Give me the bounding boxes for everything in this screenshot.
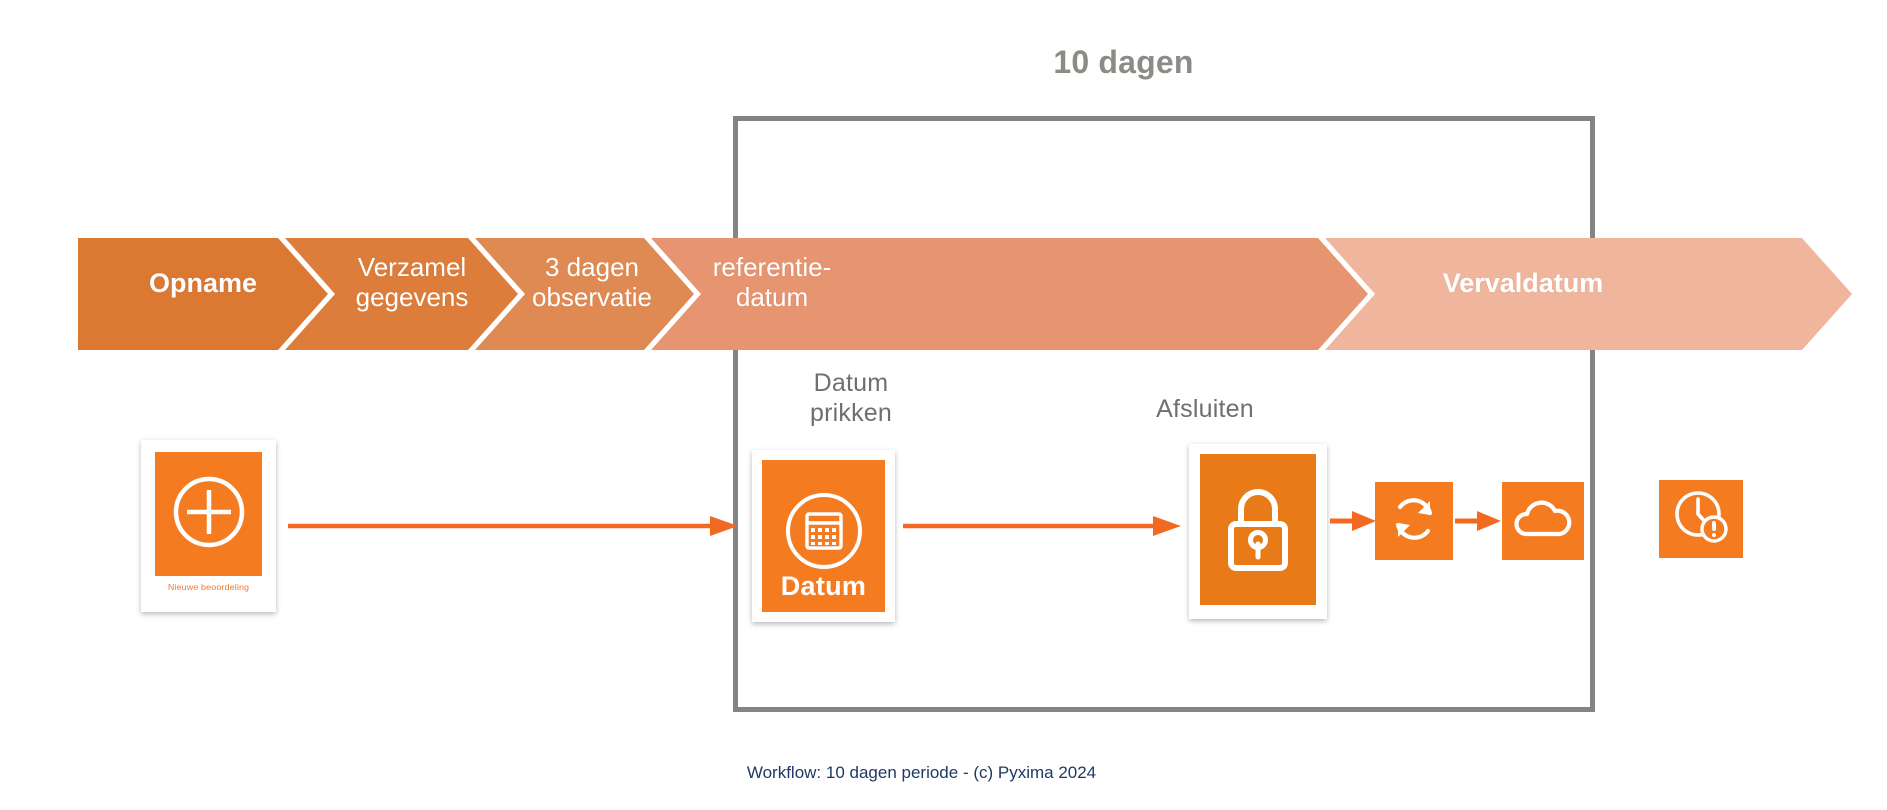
ten-day-period-frame — [733, 116, 1595, 712]
calendar-circle-icon — [777, 484, 871, 583]
plus-circle-icon — [170, 473, 248, 556]
conn-start-to-datum — [288, 515, 738, 537]
tile-datum-prikken[interactable]: Datum — [762, 460, 885, 612]
cloud-icon — [1512, 496, 1574, 547]
card-afsluiten[interactable] — [1189, 444, 1327, 619]
phase-chevron-referentiedatum — [651, 238, 1368, 350]
phase-chevron-3-dagen-observatie — [475, 238, 694, 350]
clock-alert-icon — [1670, 488, 1732, 551]
phase-chevron-opname — [78, 238, 328, 350]
page-title: 10 dagen — [0, 44, 1887, 81]
card-datum-prikken[interactable]: Datum — [752, 450, 895, 622]
card-nieuwe-beoordeling[interactable]: Nieuwe beoordeling — [141, 440, 276, 612]
conn-sync-to-cloud — [1455, 510, 1501, 532]
conn-afsluiten-to-sync — [1330, 510, 1376, 532]
workflow-phase-band: Opname Verzamel gegevens 3 dagen observa… — [78, 238, 1852, 350]
page-title-text: 10 dagen — [1053, 44, 1194, 80]
footer-caption-text: Workflow: 10 dagen periode - (c) Pyxima … — [746, 763, 1097, 782]
phase-chevron-verzamel-gegevens — [285, 238, 518, 350]
tile-vervaldatum-alert[interactable] — [1659, 480, 1743, 558]
tile-afsluiten[interactable] — [1200, 454, 1316, 605]
lock-icon — [1216, 480, 1300, 579]
tile-label-datum: Datum — [780, 571, 867, 601]
sync-icon — [1386, 491, 1442, 552]
tile-cloud-opslag[interactable] — [1502, 482, 1584, 560]
phase-chevron-vervaldatum — [1325, 238, 1852, 350]
footer-caption: Workflow: 10 dagen periode - (c) Pyxima … — [0, 763, 1887, 783]
tile-synchroniseren[interactable] — [1375, 482, 1453, 560]
tile-mini-caption-nieuwe-beoordeling: Nieuwe beoordeling — [167, 582, 250, 592]
tile-nieuwe-beoordeling[interactable] — [155, 452, 262, 576]
conn-datum-to-afsluiten — [903, 515, 1181, 537]
